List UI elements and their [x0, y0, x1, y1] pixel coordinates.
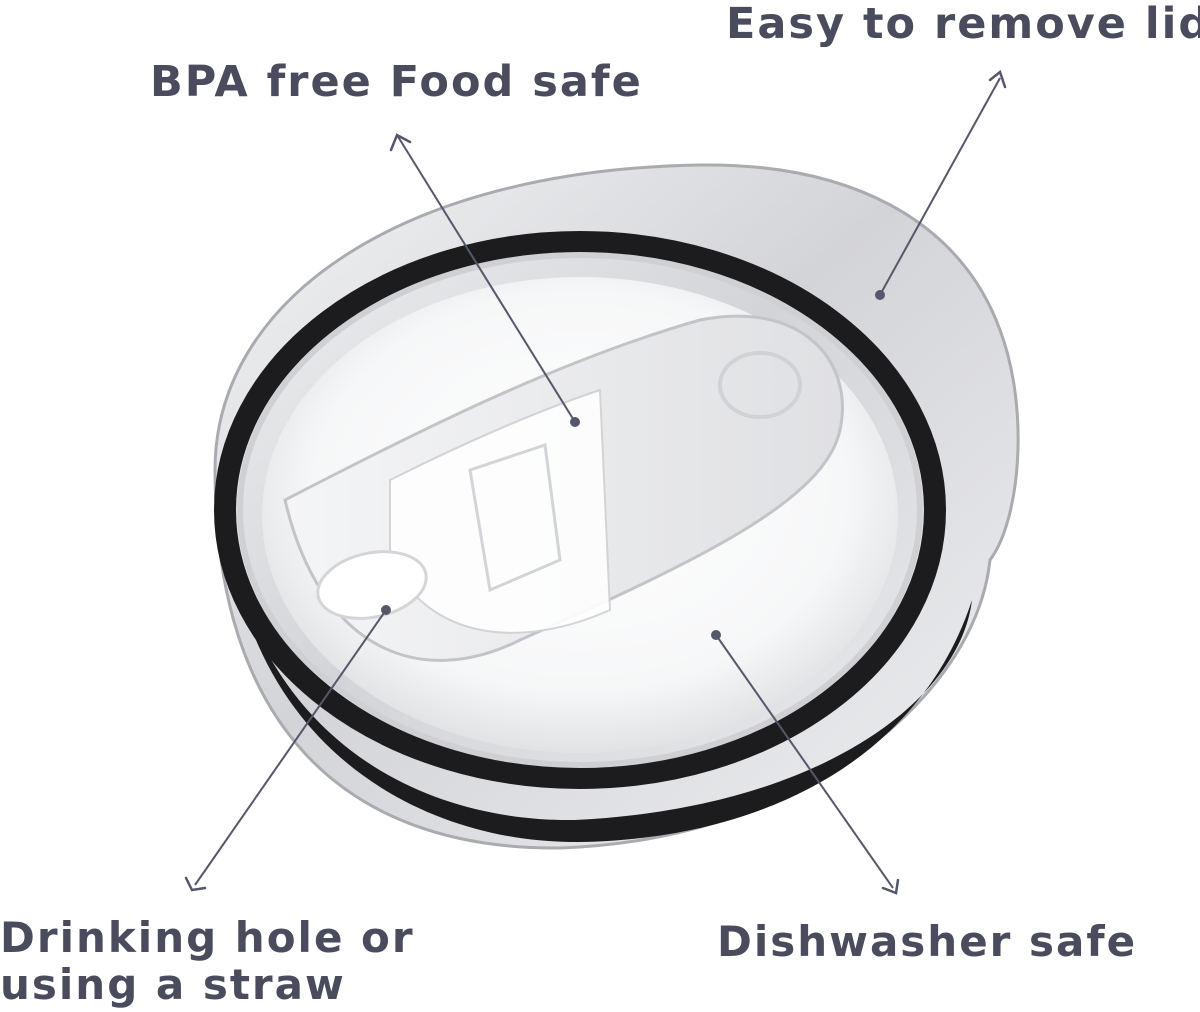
- leader-bpa: [396, 134, 576, 423]
- leader-lines: [194, 77, 1001, 889]
- label-drink-line1: Drinking hole or: [0, 913, 415, 962]
- label-drink-line2: using a straw: [0, 960, 346, 1010]
- endpoint-dot: [875, 290, 885, 300]
- endpoint-dot: [711, 630, 721, 640]
- leader-dish: [715, 634, 894, 889]
- arrowhead-chevron: [881, 878, 900, 895]
- inner-dark-ring: [214, 231, 946, 789]
- label-easy-remove: Easy to remove lid: [726, 0, 1200, 48]
- arrowhead-chevron: [389, 133, 412, 152]
- label-drinking-hole: Drinking hole or using a straw: [0, 914, 415, 1008]
- leader-lid: [879, 77, 1001, 296]
- label-bpa-text: BPA free Food safe: [150, 57, 643, 107]
- label-dishwasher-safe: Dishwasher safe: [717, 918, 1137, 965]
- drinking-hole: [316, 550, 428, 620]
- endpoint-dot: [570, 417, 580, 427]
- label-bpa-free: BPA free Food safe: [150, 58, 643, 106]
- label-dish-text: Dishwasher safe: [717, 917, 1138, 966]
- leader-drink: [194, 609, 387, 886]
- arrowhead-chevron: [184, 876, 207, 892]
- endpoint-dot: [381, 605, 391, 615]
- label-lid-text: Easy to remove lid: [726, 0, 1200, 49]
- arrowhead-chevron: [988, 69, 1007, 89]
